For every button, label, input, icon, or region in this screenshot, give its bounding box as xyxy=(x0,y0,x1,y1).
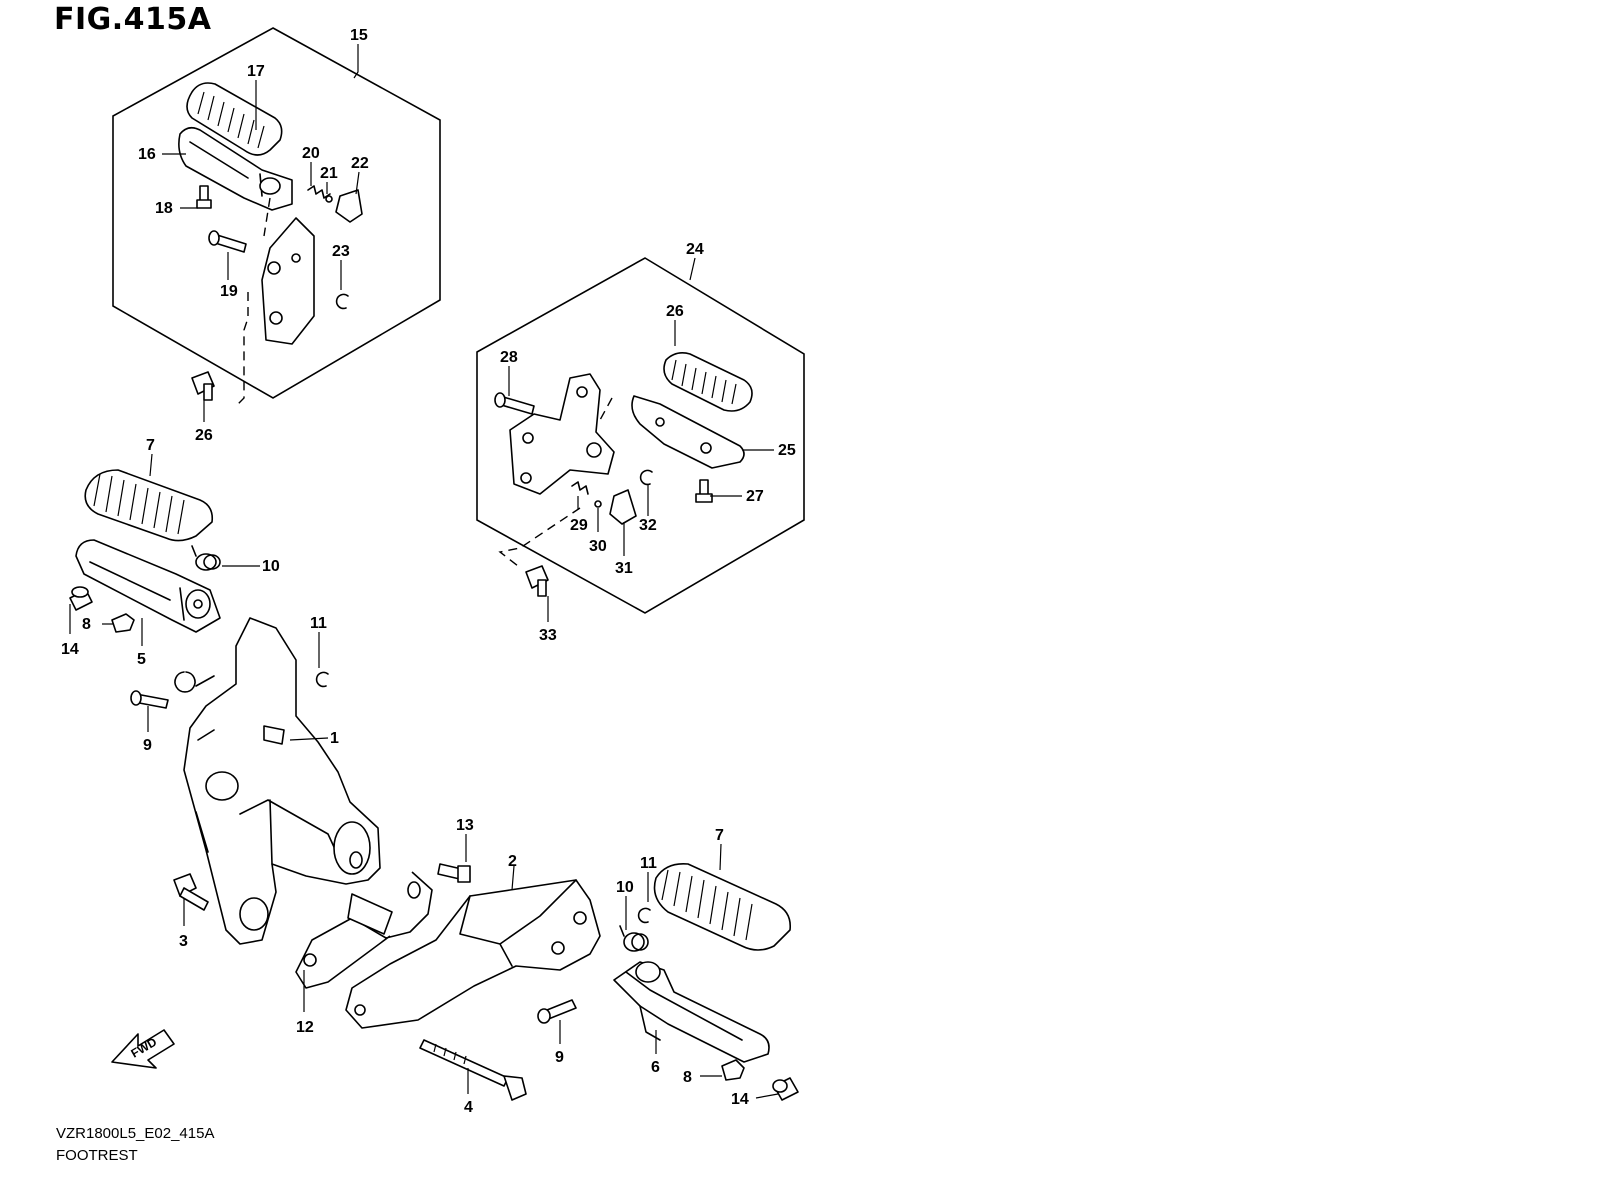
spring-10-left xyxy=(191,545,221,571)
bolt-26-upper xyxy=(191,371,215,401)
figure-title: FIG.415A xyxy=(54,2,212,37)
circlip-11-right xyxy=(637,907,651,924)
circlip-32 xyxy=(639,469,653,486)
callout-10-left: 10 xyxy=(262,558,280,575)
circlip-11-left xyxy=(315,671,329,688)
callout-7-right: 7 xyxy=(715,827,724,844)
rubber-pad-17 xyxy=(186,82,283,156)
callout-15: 15 xyxy=(350,27,368,44)
callout-7-left: 7 xyxy=(146,437,155,454)
assembly-frame-24 xyxy=(476,257,805,614)
nut-8-left xyxy=(111,613,135,633)
callout-6: 6 xyxy=(651,1059,660,1076)
callout-26-upper: 26 xyxy=(195,427,213,444)
callout-17: 17 xyxy=(247,63,265,80)
callout-14-right: 14 xyxy=(731,1091,749,1108)
footpeg-bracket-16 xyxy=(178,126,293,211)
footpeg-6 xyxy=(613,961,770,1063)
callout-5: 5 xyxy=(137,651,146,668)
callout-9-left: 9 xyxy=(143,737,152,754)
callout-8-left: 8 xyxy=(82,616,91,633)
mount-bracket-15 xyxy=(261,217,315,345)
callout-2: 2 xyxy=(508,853,517,870)
callout-11-right: 11 xyxy=(640,855,657,872)
bolt-13 xyxy=(437,863,471,883)
callout-33: 33 xyxy=(539,627,557,644)
bolt-3 xyxy=(173,873,209,911)
bolt-18 xyxy=(196,185,212,209)
callout-10-right: 10 xyxy=(616,879,634,896)
circlip-23 xyxy=(335,293,349,310)
callout-28: 28 xyxy=(500,349,518,366)
plate-22 xyxy=(335,189,363,223)
callout-29: 29 xyxy=(570,517,588,534)
ball-30 xyxy=(594,500,602,508)
leader-lines xyxy=(69,44,779,1099)
callout-12: 12 xyxy=(296,1019,314,1036)
callout-19: 19 xyxy=(220,283,238,300)
bracket-2 xyxy=(345,879,601,1029)
callout-25: 25 xyxy=(778,442,796,459)
pin-19 xyxy=(208,230,247,253)
spring-20 xyxy=(307,185,331,199)
callout-13: 13 xyxy=(456,817,474,834)
fwd-arrow-icon: FWD xyxy=(111,1029,175,1069)
cap-14-left xyxy=(69,586,93,611)
callout-16: 16 xyxy=(138,146,156,163)
callout-8-right: 8 xyxy=(683,1069,692,1086)
bolt-33 xyxy=(525,565,549,597)
callout-23: 23 xyxy=(332,243,350,260)
rubber-pad-26 xyxy=(663,352,753,412)
callout-9-right: 9 xyxy=(555,1049,564,1066)
callout-1: 1 xyxy=(330,730,339,747)
callout-24: 24 xyxy=(686,241,704,258)
bracket-12 xyxy=(295,871,433,989)
pin-28 xyxy=(494,392,535,415)
bolt-27 xyxy=(695,479,713,503)
callout-31: 31 xyxy=(615,560,633,577)
pin-9-right xyxy=(537,999,577,1024)
callout-18: 18 xyxy=(155,200,173,217)
pin-9-left xyxy=(130,690,169,709)
drawing-code: VZR1800L5_E02_415A xyxy=(56,1125,215,1142)
callout-27: 27 xyxy=(746,488,764,505)
main-bracket-1 xyxy=(183,617,381,945)
rubber-pad-7-right xyxy=(653,862,792,951)
spring-29 xyxy=(571,481,589,495)
footpeg-bracket-25 xyxy=(631,395,745,469)
callout-21: 21 xyxy=(320,165,338,182)
callout-22: 22 xyxy=(351,155,369,172)
callout-26-right: 26 xyxy=(666,303,684,320)
callout-4: 4 xyxy=(464,1099,473,1116)
mount-bracket-24 xyxy=(509,373,615,495)
callout-30: 30 xyxy=(589,538,607,555)
rubber-pad-7-left xyxy=(84,469,214,542)
callout-14-left: 14 xyxy=(61,641,79,658)
bracket-hole-1 xyxy=(174,671,215,693)
assembly-frame-15 xyxy=(112,27,441,399)
plate-31 xyxy=(609,489,637,525)
figure-name: FOOTREST xyxy=(56,1147,138,1164)
callout-20: 20 xyxy=(302,145,320,162)
spring-10-right xyxy=(619,925,649,952)
callout-3: 3 xyxy=(179,933,188,950)
ball-21 xyxy=(325,195,333,203)
footpeg-5 xyxy=(75,539,221,633)
callout-32: 32 xyxy=(639,517,657,534)
cap-14-right xyxy=(772,1077,799,1101)
bolt-4 xyxy=(419,1039,527,1101)
nut-8-right xyxy=(721,1059,745,1081)
callout-11-left: 11 xyxy=(310,615,327,632)
